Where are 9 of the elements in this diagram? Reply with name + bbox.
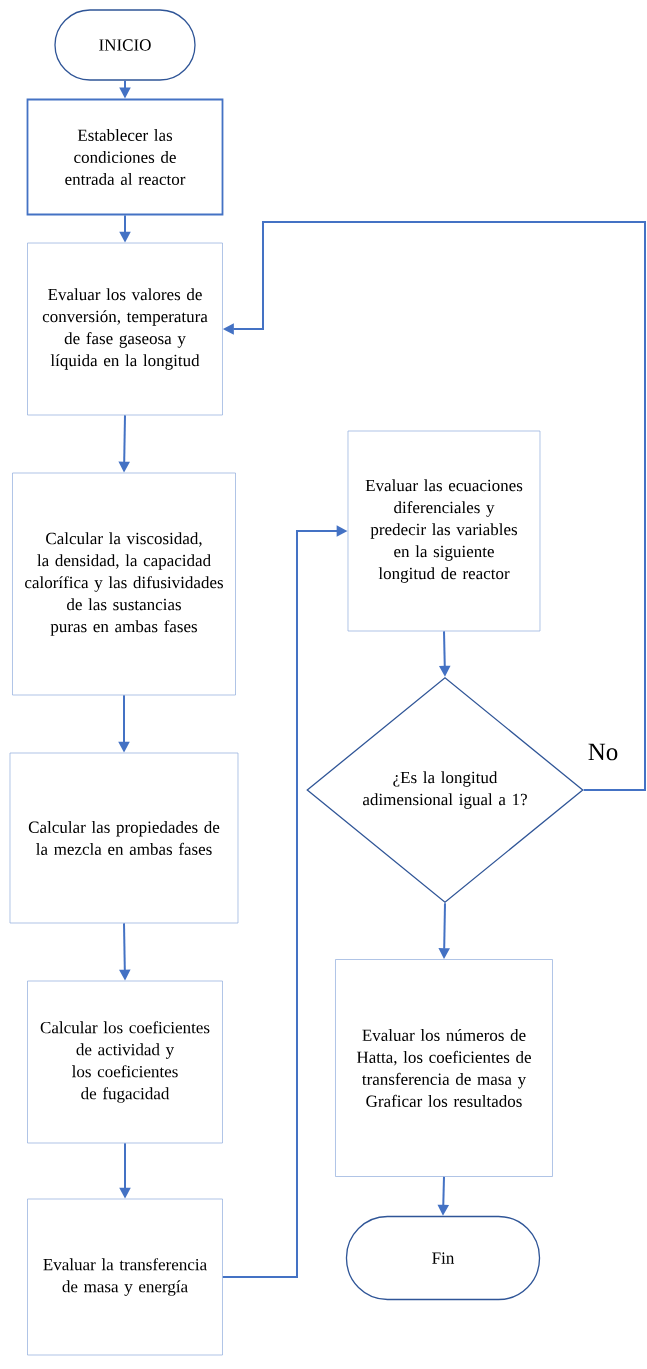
process-box: Calcular los coeficientes de actividad y los coeficientes de fugacidad <box>27 980 223 1144</box>
edge-label: No <box>586 742 620 762</box>
process-box: Evaluar las ecuaciones diferenciales y predecir las variables en la siguiente longitud de reactor <box>347 430 541 632</box>
process-box: Evaluar la transferencia de masa y energía <box>27 1198 223 1356</box>
process-box: Calcular la viscosidad, la densidad, la capacidad calorífica y las difusividades de las sustancias puras en ambas fases <box>12 472 236 696</box>
process-box: Evaluar los valores de conversión, temperatura de fase gaseosa y líquida en la longitud <box>27 242 223 416</box>
process-box: Evaluar los números de Hatta, los coeficientes de transferencia de masa y Graficar los resultados <box>335 959 553 1177</box>
process-box: Calcular las propiedades de la mezcla en ambas fases <box>9 752 239 924</box>
process-box: Establecer las condiciones de entrada al reactor <box>26 98 224 216</box>
